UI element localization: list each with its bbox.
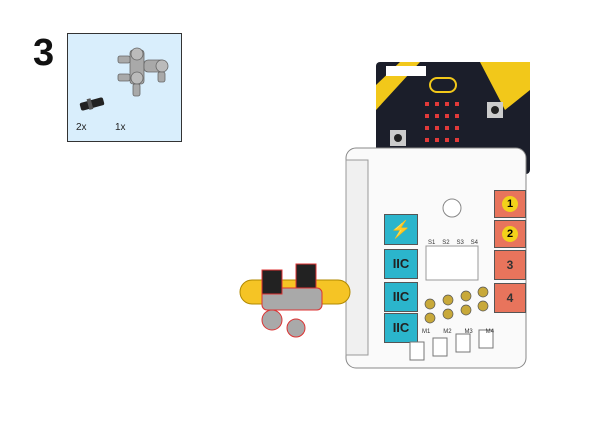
button-4: 4	[494, 283, 526, 313]
step-number: 3	[33, 32, 55, 74]
servo-label: S4	[470, 240, 478, 246]
iic-port: IIC	[384, 282, 418, 312]
motor-label: M2	[443, 329, 452, 335]
button-3: 3	[494, 250, 526, 280]
button-1: 1	[494, 190, 526, 218]
part-quantity-connector: 1x	[115, 122, 126, 133]
parts-illustration	[79, 47, 169, 111]
yellow-lever-beam	[239, 279, 351, 305]
button-2: 2	[494, 220, 526, 248]
gray-cross-connector-assembled	[261, 263, 323, 338]
iic-port: IIC	[384, 313, 418, 343]
servo-label: S1	[428, 240, 436, 246]
microbit-board	[376, 62, 530, 174]
iic-port: IIC	[384, 249, 418, 279]
black-pin-connector-icon	[79, 97, 105, 111]
part-quantity-pin: 2x	[76, 122, 87, 133]
servo-label: S3	[456, 240, 464, 246]
power-port: ⚡	[384, 214, 418, 245]
gray-cross-connector-icon	[117, 47, 169, 97]
lightning-icon: ⚡	[390, 220, 412, 239]
parts-list-box: 2x 1x	[67, 33, 182, 142]
motor-label: M3	[464, 329, 473, 335]
motor-label: M1	[422, 329, 431, 335]
servo-label: S2	[442, 240, 450, 246]
motor-label: M4	[485, 329, 494, 335]
